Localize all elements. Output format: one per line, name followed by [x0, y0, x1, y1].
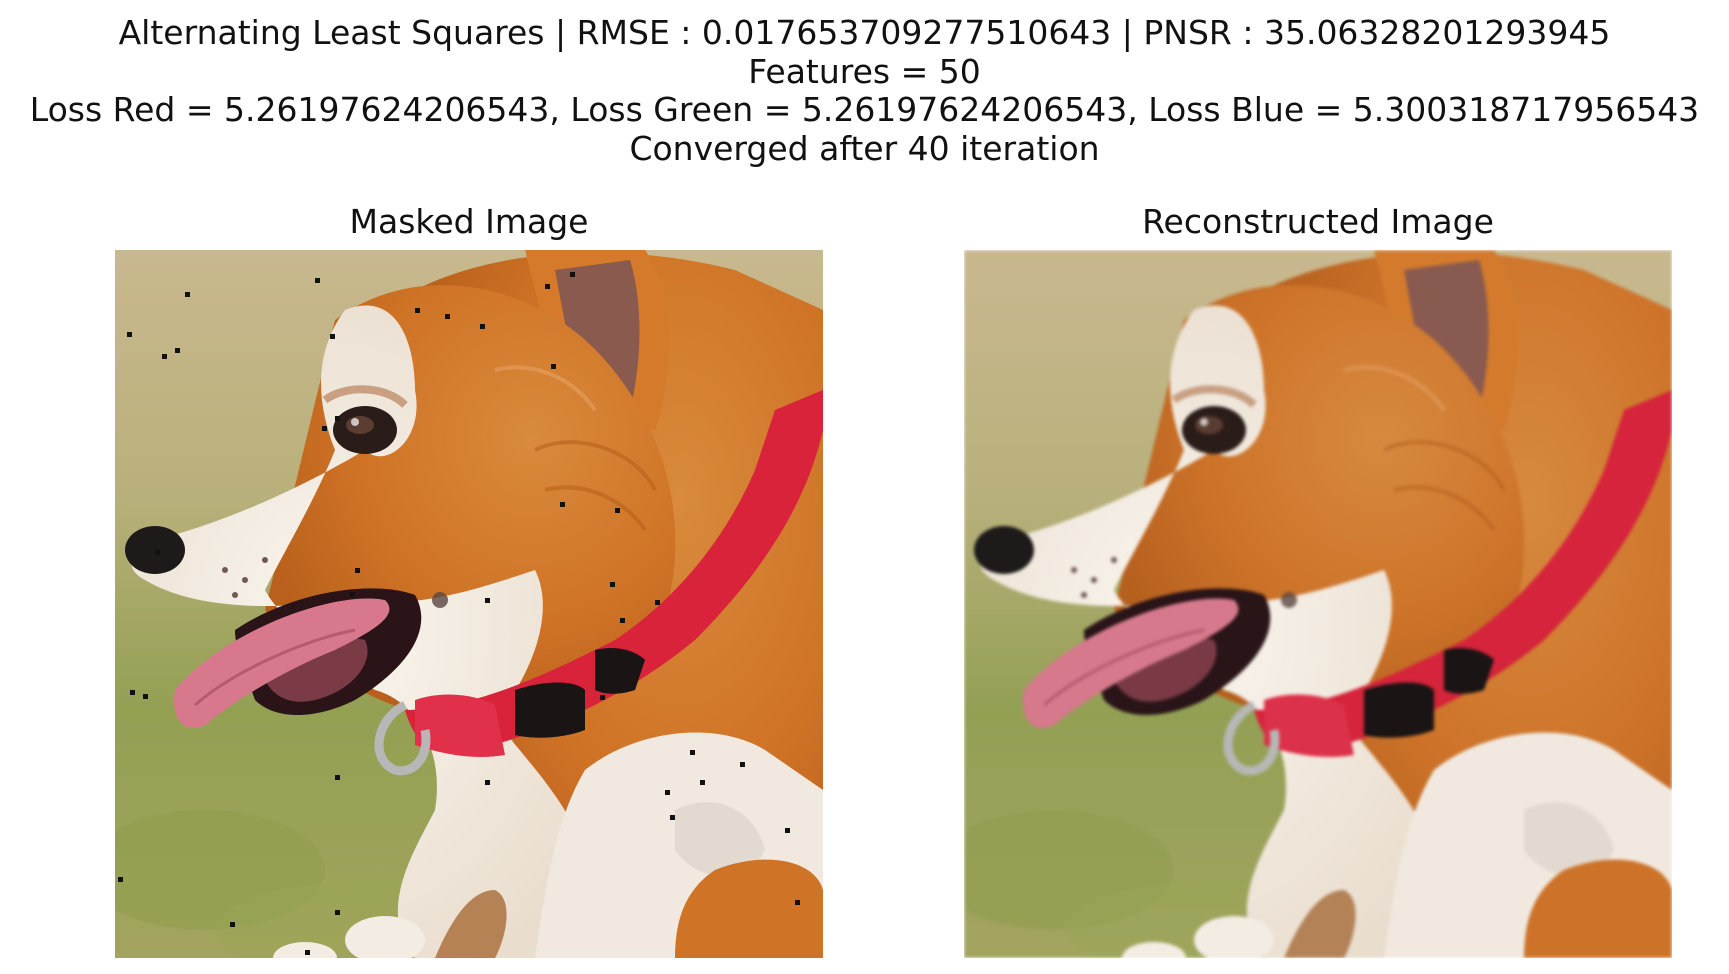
masked-pixel: [322, 426, 327, 431]
masked-pixel: [315, 278, 320, 283]
suptitle-line-2: Features = 50: [748, 51, 981, 91]
masked-pixel: [620, 618, 625, 623]
masked-pixel: [143, 694, 148, 699]
masked-pixel: [185, 292, 190, 297]
masked-pixel: [485, 598, 490, 603]
masked-pixel: [480, 324, 485, 329]
masked-pixel: [335, 416, 340, 421]
masked-pixel: [350, 592, 355, 597]
masked-pixel: [700, 780, 705, 785]
figure-suptitle: Alternating Least Squares | RMSE : 0.017…: [0, 13, 1729, 168]
masked-pixel: [785, 828, 790, 833]
masked-pixel: [740, 762, 745, 767]
masked-pixel: [130, 690, 135, 695]
masked-pixel: [485, 780, 490, 785]
masked-image: [115, 250, 823, 958]
masked-image-title: Masked Image: [349, 202, 589, 241]
masked-pixel: [162, 354, 167, 359]
reconstructed-image: [964, 250, 1672, 958]
masked-pixel: [690, 750, 695, 755]
masked-pixel: [155, 550, 160, 555]
suptitle-line-4: Converged after 40 iteration: [629, 128, 1100, 168]
masked-pixel: [230, 922, 235, 927]
masked-pixel: [545, 284, 550, 289]
masked-pixel: [445, 314, 450, 319]
masked-pixel: [330, 334, 335, 339]
masked-pixel: [665, 790, 670, 795]
masked-pixel: [610, 582, 615, 587]
masked-pixel: [670, 815, 675, 820]
masked-pixel: [355, 568, 360, 573]
masked-pixel: [415, 308, 420, 313]
masked-pixel: [615, 508, 620, 513]
suptitle-line-1: Alternating Least Squares | RMSE : 0.017…: [118, 13, 1611, 52]
masked-pixel: [127, 332, 132, 337]
masked-pixel: [335, 910, 340, 915]
masked-pixel: [305, 950, 310, 955]
suptitle-line-3: Loss Red = 5.26197624206543, Loss Green …: [29, 90, 1700, 129]
masked-pixel: [118, 877, 123, 882]
reconstructed-image-title: Reconstructed Image: [1142, 202, 1494, 241]
masked-pixel: [795, 900, 800, 905]
masked-pixel: [570, 272, 575, 277]
masked-pixel: [600, 695, 605, 700]
masked-pixel: [335, 775, 340, 780]
masked-pixel: [551, 364, 556, 369]
masked-pixel: [560, 502, 565, 507]
masked-pixel: [175, 348, 180, 353]
masked-pixel: [655, 600, 660, 605]
